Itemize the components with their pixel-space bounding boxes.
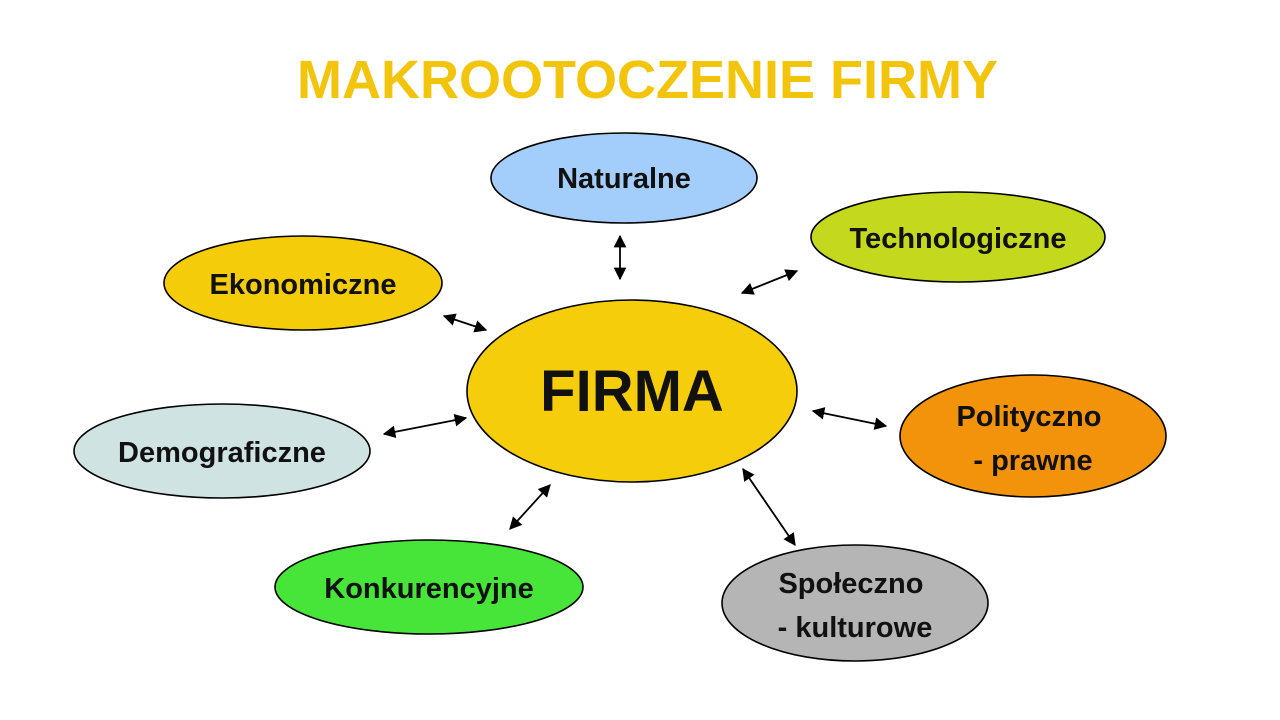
node-spoleczno-line-1: Społeczno	[778, 568, 923, 600]
node-technologiczne-line-1: Technologiczne	[850, 223, 1067, 255]
node-ekonomiczne-line-1: Ekonomiczne	[210, 269, 397, 301]
node-ekonomiczne-label: Ekonomiczne	[210, 269, 397, 301]
node-spoleczno-line-2: - kulturowe	[778, 612, 933, 644]
connector-demograficzne	[382, 413, 468, 439]
node-konkurencyjne-ellipse	[274, 539, 584, 635]
node-technologiczne-label: Technologiczne	[850, 223, 1067, 255]
node-demograficzne: Demograficzne	[73, 403, 371, 499]
node-technologiczne-ellipse	[810, 191, 1106, 283]
node-spoleczno: Społeczno - kulturowe	[721, 544, 989, 662]
connector-technologiczne	[740, 269, 799, 295]
node-polityczno-label: Polityczno - prawne	[956, 401, 1109, 477]
node-spoleczno-ellipse	[721, 544, 989, 662]
node-demograficzne-label: Demograficzne	[118, 437, 326, 469]
node-ekonomiczne-ellipse	[163, 235, 443, 331]
node-naturalne: Naturalne	[490, 132, 758, 224]
page-title: MAKROOTOCZENIE FIRMY	[297, 50, 998, 110]
node-konkurencyjne: Konkurencyjne	[274, 539, 584, 635]
connectors	[382, 234, 888, 547]
node-technologiczne: Technologiczne	[810, 191, 1106, 283]
node-demograficzne-line-1: Demograficzne	[118, 437, 326, 469]
node-naturalne-line-1: Naturalne	[557, 163, 691, 195]
node-polityczno: Polityczno - prawne	[899, 374, 1167, 498]
node-polityczno-line-2: - prawne	[973, 445, 1092, 477]
node-naturalne-ellipse	[490, 132, 758, 224]
node-polityczno-line-1: Polityczno	[956, 401, 1101, 433]
node-polityczno-ellipse	[899, 374, 1167, 498]
connector-polityczno	[811, 407, 888, 430]
node-naturalne-label: Naturalne	[557, 163, 691, 195]
center-ellipse	[466, 299, 798, 483]
connector-konkurencyjne	[509, 484, 551, 530]
center-node: FIRMA	[466, 299, 798, 483]
center-label: FIRMA	[540, 359, 724, 424]
node-ekonomiczne: Ekonomiczne	[163, 235, 443, 331]
node-demograficzne-ellipse	[73, 403, 371, 499]
node-konkurencyjne-line-1: Konkurencyjne	[324, 573, 534, 605]
node-konkurencyjne-label: Konkurencyjne	[324, 573, 534, 605]
connector-ekonomiczne	[442, 313, 488, 333]
node-spoleczno-label: Społeczno - kulturowe	[778, 568, 933, 644]
connector-spoleczno	[742, 467, 796, 547]
